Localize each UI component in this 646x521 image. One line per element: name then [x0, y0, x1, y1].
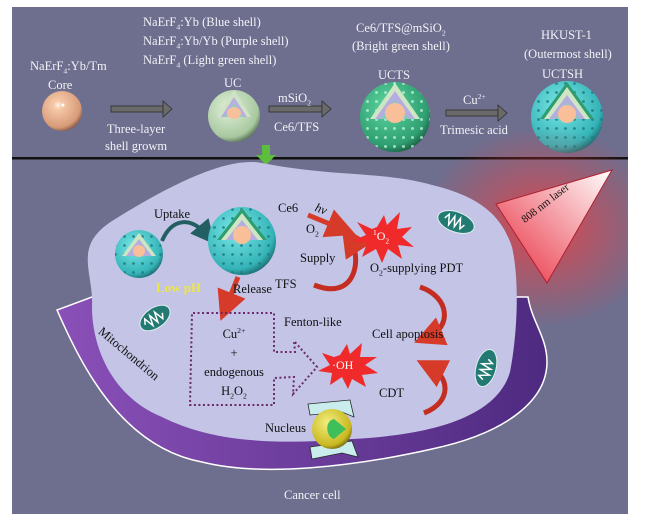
- mitochondrion-top: [437, 210, 475, 234]
- uc-sphere: [208, 90, 260, 142]
- core-label: Core: [48, 78, 73, 92]
- mitochondrion-right: [474, 348, 498, 388]
- fenton-label: Fenton-like: [284, 315, 342, 329]
- cdt-label: CDT: [379, 386, 404, 400]
- diagram-canvas: [12, 81, 628, 471]
- release-label: Release: [233, 282, 272, 296]
- release-arrow: [217, 276, 246, 321]
- ucts-label: UCTS: [378, 68, 410, 82]
- mitochondrion-left: [139, 304, 171, 332]
- ucts-sphere: [360, 82, 430, 152]
- cell-apoptosis-label: Cell apoptosis: [372, 327, 444, 341]
- step1-label: Three-layer shell growm: [105, 122, 168, 153]
- core-highlight: [61, 103, 65, 107]
- laser-triangle: [495, 169, 614, 284]
- o2-label: O2: [306, 222, 319, 239]
- nucleus-label: Nucleus: [265, 421, 306, 435]
- fenton-reactants: Cu2+ + endogenous H2O2: [204, 325, 264, 401]
- uc-shell-green: NaErF4 (Light green shell): [143, 53, 277, 70]
- arrow-cu2plus: [445, 104, 508, 122]
- step3-below: Trimesic acid: [440, 123, 508, 137]
- hydroxyl-burst: [318, 343, 378, 389]
- uc-shell-purple: NaErF4:Yb/Yb (Purple shell): [143, 34, 289, 51]
- uc-shell-blue: NaErF4:Yb (Blue shell): [143, 15, 261, 32]
- arrow-three-layer: [110, 100, 173, 118]
- tfs-label: TFS: [275, 277, 297, 291]
- particle-inside: [208, 207, 276, 275]
- uctsh-label: UCTSH: [542, 67, 583, 81]
- cdt-arrow: [416, 360, 451, 416]
- nucleus: [307, 399, 359, 460]
- ce6-label: Ce6: [278, 201, 299, 215]
- pdt-arrow: [414, 284, 448, 346]
- supply-label: Supply: [300, 251, 336, 265]
- arrow-msio2: [268, 100, 332, 118]
- uctsh-line2: (Outermost shell): [524, 47, 612, 61]
- ucts-line2: (Bright green shell): [352, 39, 450, 53]
- uctsh-line1: HKUST-1: [541, 28, 592, 42]
- fenton-box-arrow: [188, 312, 319, 406]
- figure-panel: NaErF4:Yb/Tm Core Three-layer shell grow…: [12, 7, 628, 514]
- hydroxyl-label: ·OH: [332, 358, 354, 372]
- low-ph-label: Low pH: [156, 280, 202, 295]
- green-down-arrow: [256, 145, 276, 165]
- supply-arrow: [313, 226, 371, 292]
- ce6-arrow: [307, 209, 356, 238]
- core-sphere: [42, 91, 82, 131]
- step2-above: mSiO2: [278, 91, 312, 108]
- uc-label: UC: [224, 76, 242, 90]
- section-divider: [12, 157, 628, 160]
- uc-shell-list: NaErF4:Yb (Blue shell) NaErF4:Yb/Yb (Pur…: [143, 13, 289, 70]
- particle-outside: [115, 230, 163, 278]
- core-formula: NaErF4:Yb/Tm: [30, 59, 107, 76]
- cancer-cell-caption: Cancer cell: [284, 488, 341, 502]
- pdt-label: O2-supplying PDT: [370, 261, 464, 278]
- step2-below: Ce6/TFS: [274, 120, 320, 134]
- uptake-arrow: [160, 218, 215, 245]
- cytoplasm: [87, 161, 517, 442]
- ucts-line1: Ce6/TFS@mSiO2: [356, 21, 446, 38]
- singlet-oxygen-label: 1O2: [373, 228, 390, 246]
- uptake-label: Uptake: [154, 207, 191, 221]
- singlet-oxygen-burst: [352, 212, 414, 263]
- step3-above: Cu2+: [463, 91, 486, 107]
